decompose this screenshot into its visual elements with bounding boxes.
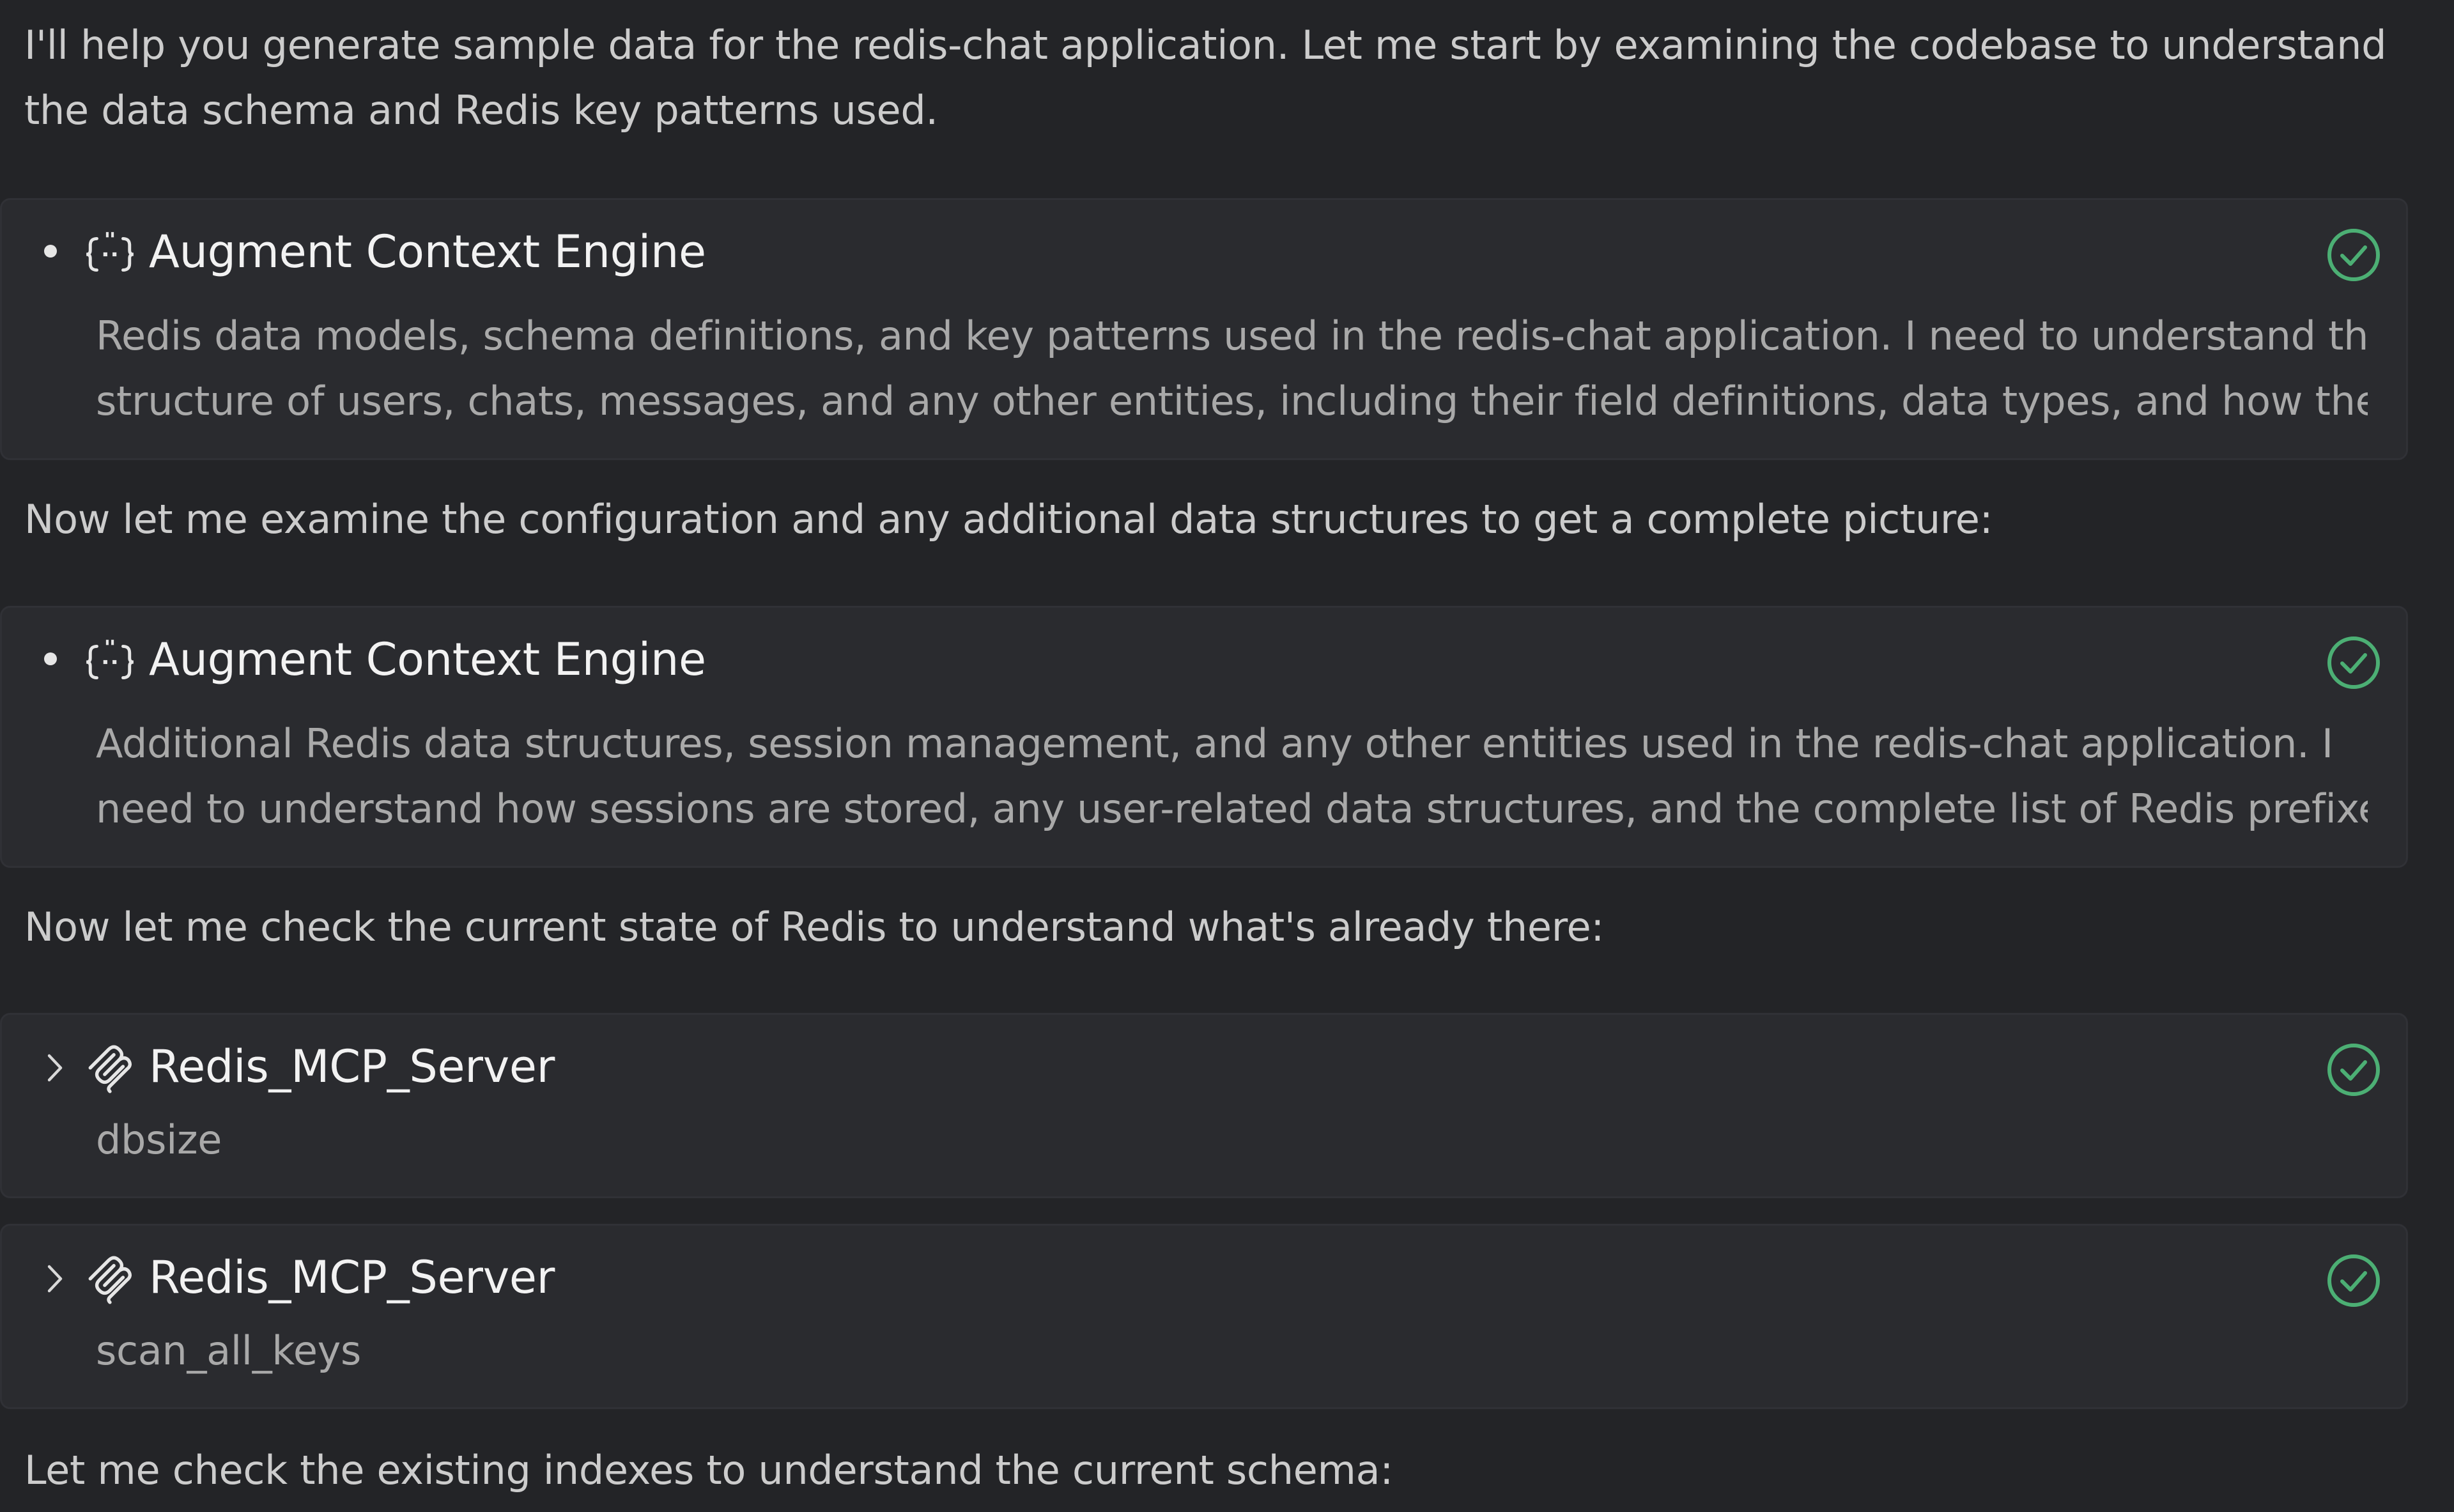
tool-call-query-line: structure of users, chats, messages, and… [96,378,2368,424]
tool-call-command: dbsize [96,1116,222,1163]
assistant-message-check-indexes: Let me check the existing indexes to und… [24,1447,1393,1493]
chevron-right-icon[interactable] [39,1256,71,1301]
tool-call-card[interactable]: Redis_MCP_Server dbsize [0,1013,2408,1198]
tool-call-card[interactable]: Redis_MCP_Server scan_all_keys [0,1224,2408,1409]
chevron-right-icon[interactable] [39,1045,71,1090]
tool-call-query-line: need to understand how sessions are stor… [96,785,2368,832]
tool-call-card[interactable]: Augment Context Engine Redis data models… [0,198,2408,460]
success-check-icon [2327,229,2380,281]
tool-call-command: scan_all_keys [96,1327,362,1374]
success-check-icon [2327,1254,2380,1307]
tool-call-query-line: Additional Redis data structures, sessio… [96,720,2333,767]
tool-call-title: Redis_MCP_Server [149,1251,555,1304]
tool-call-card[interactable]: Augment Context Engine Additional Redis … [0,606,2408,868]
tool-call-header[interactable]: Redis_MCP_Server [2,1015,2406,1123]
context-engine-icon [86,640,134,680]
tool-call-title: Augment Context Engine [149,633,706,686]
bullet-icon [44,245,57,258]
assistant-message-examine-config: Now let me examine the configuration and… [24,496,1993,543]
mcp-server-icon [88,1045,132,1093]
assistant-message-check-state: Now let me check the current state of Re… [24,904,1604,950]
success-check-icon [2327,636,2380,689]
mcp-server-icon [88,1256,132,1304]
success-check-icon [2327,1044,2380,1096]
assistant-message-intro: I'll help you generate sample data for t… [24,22,2387,134]
tool-call-header[interactable]: Augment Context Engine [2,200,2406,309]
bullet-icon [44,652,57,665]
context-engine-icon [86,232,134,272]
tool-call-header[interactable]: Redis_MCP_Server [2,1226,2406,1334]
tool-call-header[interactable]: Augment Context Engine [2,608,2406,716]
tool-call-title: Augment Context Engine [149,226,706,278]
tool-call-title: Redis_MCP_Server [149,1040,555,1093]
tool-call-query-line: Redis data models, schema definitions, a… [96,312,2368,359]
